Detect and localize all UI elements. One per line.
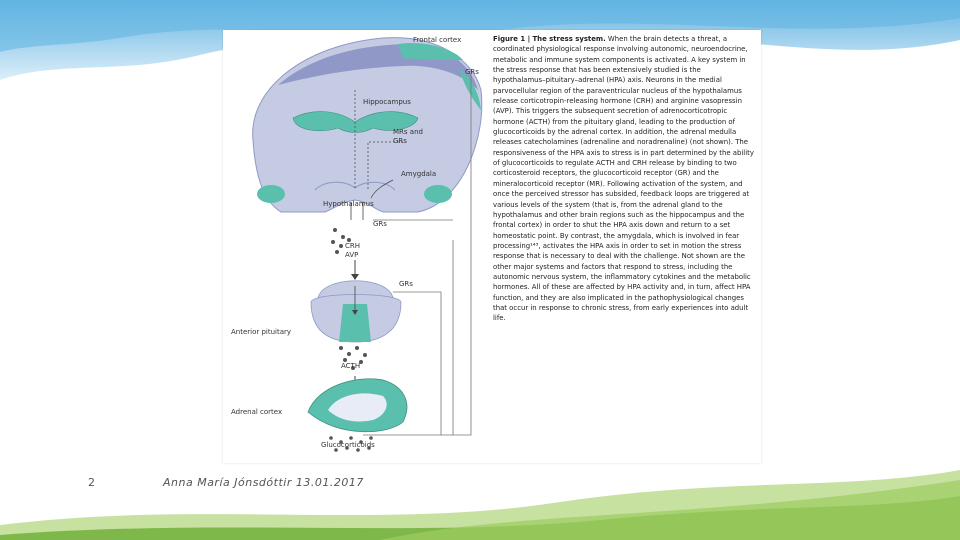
label-grs-top: GRs xyxy=(465,68,479,76)
label-adrenal-cortex: Adrenal cortex xyxy=(231,408,282,416)
footer-author-date: Anna María Jónsdóttir 13.01.2017 xyxy=(163,476,364,489)
label-grs-pit: GRs xyxy=(399,280,413,288)
feedback-line-pit xyxy=(393,291,442,435)
caption-body: When the brain detects a threat, a coord… xyxy=(493,35,754,323)
slide-number: 2 xyxy=(88,476,95,489)
label-grs-hypo: GRs xyxy=(373,220,387,228)
grs-cortex-shape xyxy=(459,68,481,110)
hpa-axis-diagram: Frontal cortex GRs Hippocampus MRs and G… xyxy=(231,36,483,452)
label-crh: CRH xyxy=(345,242,360,250)
label-hippocampus: Hippocampus xyxy=(363,98,411,106)
feedback-line-right-outer xyxy=(363,70,472,436)
feedback-line-amygdala xyxy=(370,179,394,199)
pituitary-stalk-teal xyxy=(339,304,371,342)
label-anterior-pituitary: Anterior pituitary xyxy=(231,328,291,336)
hippocampus-shape xyxy=(292,111,419,133)
label-mrs-and: MRs and xyxy=(393,128,423,136)
label-amygdala: Amygdala xyxy=(401,170,436,178)
label-hypothalamus: Hypothalamus xyxy=(323,200,374,208)
caption-title: Figure 1 | The stress system. xyxy=(493,35,606,43)
hypothalamus-stalk xyxy=(350,202,364,220)
frontal-cortex-shape xyxy=(398,42,463,60)
label-frontal-cortex: Frontal cortex xyxy=(413,36,461,44)
label-glucocorticoids: Glucocorticoids xyxy=(321,441,375,449)
stress-system-figure: Frontal cortex GRs Hippocampus MRs and G… xyxy=(223,30,761,463)
acth-dots xyxy=(339,346,367,370)
amygdala-left xyxy=(257,185,285,203)
adrenal-medulla-shape xyxy=(328,393,387,422)
label-acth: ACTH xyxy=(341,362,360,370)
glucocorticoid-dots xyxy=(329,436,373,452)
pituitary-top xyxy=(317,280,394,299)
amygdala-right xyxy=(424,185,452,203)
label-avp: AVP xyxy=(345,251,358,259)
figure-caption: Figure 1 | The stress system. When the b… xyxy=(493,34,755,324)
grass-wave-decoration xyxy=(0,470,960,540)
crh-avp-dots xyxy=(331,228,351,254)
label-mrs-grs: GRs xyxy=(393,137,407,145)
